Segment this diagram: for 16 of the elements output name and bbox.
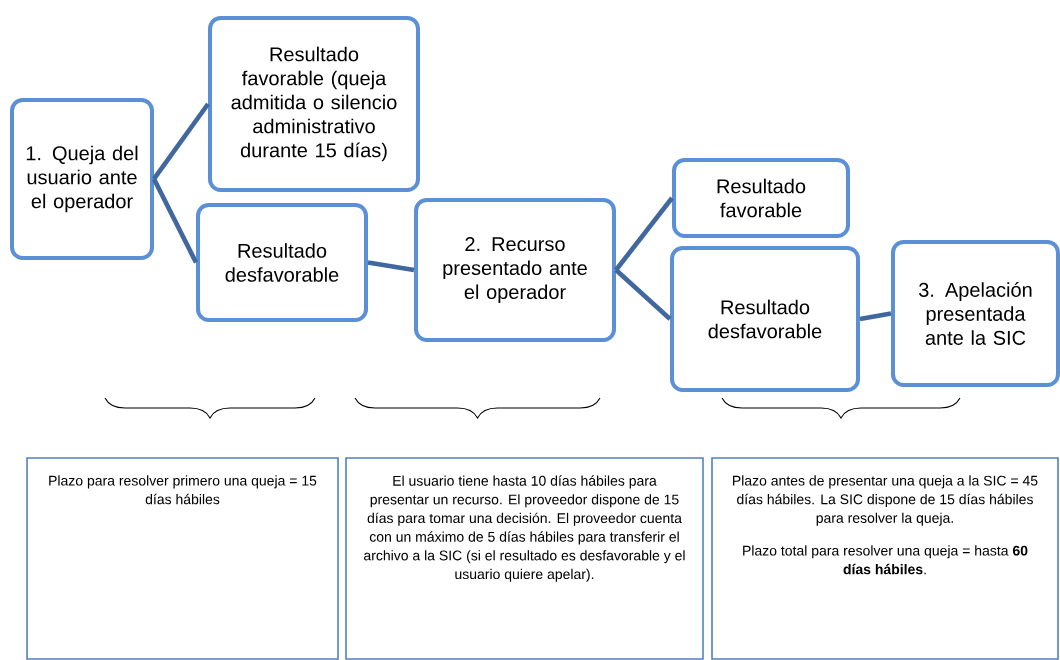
process-box: Resultado favorable (queja admitida o silencio administrativo durante 15 días) xyxy=(208,16,420,192)
connector-line xyxy=(859,311,892,322)
note-box: El usuario tiene hasta 10 días hábiles para presentar un recurso. El proveedor dispone de 15 días para tomar una decisión. El proveedor cuenta con un máximo de 5 días hábiles para transferir el archivo a la SIC (si el resultado es desfavorable y el usuario quiere apelar). xyxy=(345,457,704,660)
process-box: 2. Recurso presentado ante el operador xyxy=(414,198,616,342)
process-box: Resultado favorable xyxy=(672,158,850,238)
process-box: 1. Queja del usuario ante el operador xyxy=(10,98,154,260)
process-box: Resultado desfavorable xyxy=(196,203,368,322)
connector-line xyxy=(614,268,672,321)
process-box: Resultado desfavorable xyxy=(670,246,860,392)
note-box: Plazo para resolver primero una queja = 15 días hábiles xyxy=(26,457,339,660)
process-box: 3. Apelación presentada ante la SIC xyxy=(891,240,1060,387)
connector-line xyxy=(367,260,415,273)
note-box: Plazo antes de presentar una queja a la SIC = 45 días hábiles. La SIC dispone de 15 días hábiles para resolver la queja. Plazo total para resolver una queja = hasta 60 días hábiles. xyxy=(711,457,1059,660)
connector-line xyxy=(151,177,199,264)
connector-line xyxy=(614,196,674,272)
connector-line xyxy=(152,102,210,181)
